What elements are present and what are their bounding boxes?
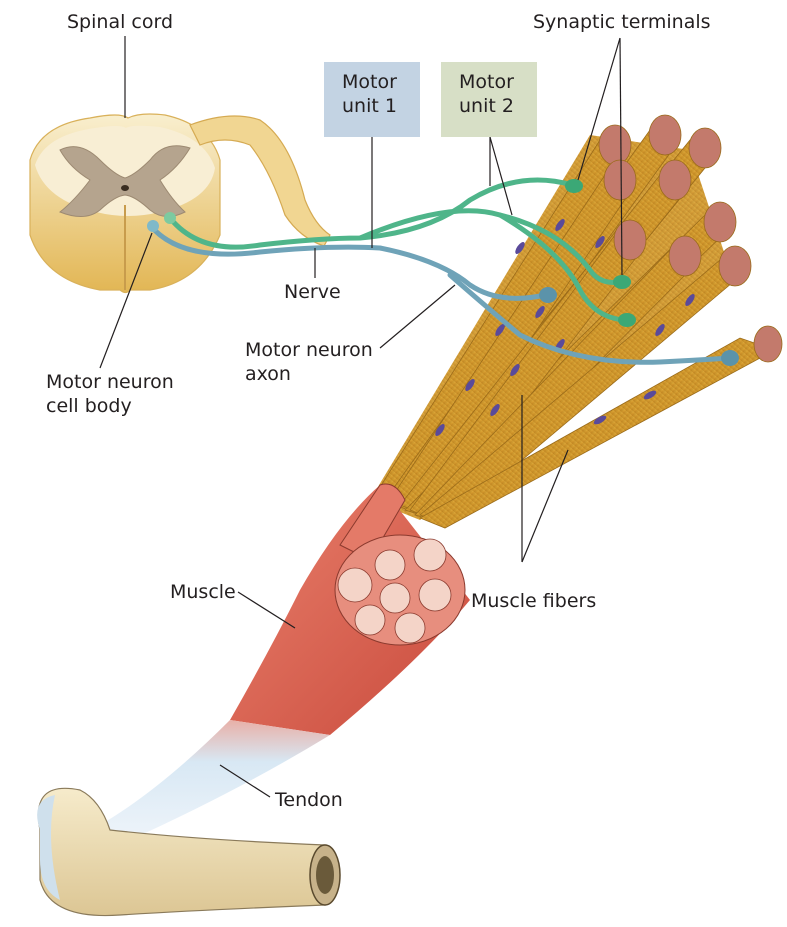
motor-neuron-axon-label: Motor neuron axon <box>245 338 373 386</box>
motor-unit-1-label-line2: unit 1 <box>342 95 397 117</box>
muscle-label: Muscle <box>170 581 236 603</box>
motor-neuron-axon-line2: axon <box>245 363 291 385</box>
motor-unit-1-label-line1: Motor <box>342 71 397 93</box>
muscle-fiber-bundle <box>370 114 783 529</box>
muscle <box>230 483 470 735</box>
nerve-label: Nerve <box>284 281 341 303</box>
motor-unit-2-axon <box>167 177 628 323</box>
motor-unit-1-axon <box>147 222 733 365</box>
spinal-cord-label: Spinal cord <box>67 11 174 33</box>
fascicles <box>337 538 452 644</box>
fiber-ends <box>598 114 783 363</box>
bone <box>37 787 341 917</box>
motor-unit-2-label-line1: Motor <box>459 71 514 93</box>
motor-unit-1-box: Motor unit 1 <box>324 62 420 137</box>
motor-neuron-cell-body-line1: Motor neuron <box>46 371 174 393</box>
motor-neuron-cell-body-label: Motor neuron cell body <box>46 370 174 418</box>
motor-unit-2-box: Motor unit 2 <box>441 62 537 137</box>
motor-neuron-axon-line1: Motor neuron <box>245 339 373 361</box>
leader-lines <box>99 36 623 798</box>
synaptic-terminals <box>147 179 739 366</box>
synaptic-terminals-label: Synaptic terminals <box>533 11 711 33</box>
spinal-cord <box>29 113 331 294</box>
motor-neuron-cell-body-line2: cell body <box>46 395 132 417</box>
muscle-fibers-label: Muscle fibers <box>471 590 597 612</box>
tendon <box>100 720 330 840</box>
motor-unit-2-label-line2: unit 2 <box>459 95 514 117</box>
tendon-label: Tendon <box>275 789 343 811</box>
nuclei <box>435 219 695 436</box>
